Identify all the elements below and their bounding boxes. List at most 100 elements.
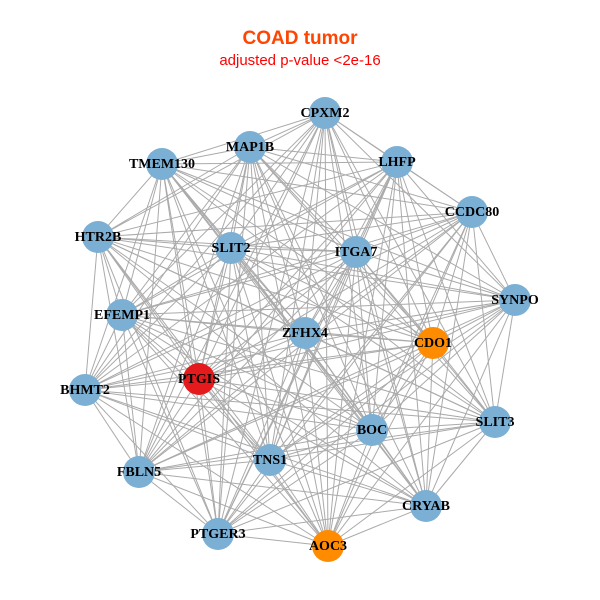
node-circle[interactable] [254,444,286,476]
edge-MAP1B-LHFP [249,146,398,163]
node-circle[interactable] [340,236,372,268]
node-ptgis[interactable]: PTGIS [178,363,220,395]
node-ccdc80[interactable]: CCDC80 [445,196,499,228]
node-efemp1[interactable]: EFEMP1 [94,299,150,331]
edge-BOC-SLIT3 [371,421,496,431]
node-tns1[interactable]: TNS1 [253,444,287,476]
node-fbln5[interactable]: FBLN5 [117,456,161,488]
edge-ZFHX4-PTGIS [198,332,306,380]
edge-CRYAB-AOC3 [327,505,427,547]
node-circle[interactable] [146,148,178,180]
node-circle[interactable] [123,456,155,488]
node-ptger3[interactable]: PTGER3 [190,518,246,550]
edge-FBLN5-AOC3 [138,471,329,547]
node-zfhx4[interactable]: ZFHX4 [282,317,328,349]
node-circle[interactable] [479,406,511,438]
node-cryab[interactable]: CRYAB [402,490,450,522]
edge-MAP1B-ITGA7 [249,146,357,253]
edge-BOC-AOC3 [327,429,373,547]
node-label: EFEMP1 [94,308,150,323]
node-label: CCDC80 [445,205,499,220]
edge-TMEM130-CCDC80 [161,163,473,213]
node-cpxm2[interactable]: CPXM2 [301,97,350,129]
edge-SLIT2-ITGA7 [230,247,357,253]
edge-LHFP-PTGIS [198,161,398,380]
edge-ZFHX4-CDO1 [304,332,434,344]
edge-HTR2B-SLIT2 [97,236,232,249]
node-circle[interactable] [417,327,449,359]
node-label: LHFP [378,155,416,170]
edge-PTGIS-FBLN5 [138,378,200,473]
edge-LHFP-BOC [371,161,398,431]
node-boc[interactable]: BOC [356,414,388,446]
node-bhmt2[interactable]: BHMT2 [60,374,110,406]
edge-ZFHX4-BHMT2 [84,332,306,391]
edge-CDO1-CRYAB [425,342,434,507]
node-circle[interactable] [456,196,488,228]
node-cdo1[interactable]: CDO1 [414,327,452,359]
node-label: MAP1B [226,140,274,155]
edge-CCDC80-ITGA7 [355,211,473,253]
edge-ITGA7-PTGIS [198,251,357,380]
edge-SYNPO-ZFHX4 [304,299,516,334]
node-circle[interactable] [234,131,266,163]
node-lhfp[interactable]: LHFP [378,146,416,178]
edge-TMEM130-CDO1 [161,163,434,344]
node-label: SLIT3 [476,415,515,430]
edge-LHFP-CRYAB [396,161,427,507]
edge-BHMT2-BOC [84,389,373,431]
edge-CCDC80-CRYAB [425,211,473,507]
edge-ITGA7-EFEMP1 [121,251,357,316]
node-circle[interactable] [499,284,531,316]
edge-FBLN5-PTGER3 [138,471,219,535]
node-circle[interactable] [106,299,138,331]
node-circle[interactable] [381,146,413,178]
edge-CCDC80-PTGER3 [217,211,473,535]
edge-CDO1-BHMT2 [84,342,434,391]
node-circle[interactable] [183,363,215,395]
edge-TMEM130-PTGIS [161,163,200,380]
edge-HTR2B-CDO1 [97,236,434,344]
edge-SLIT2-EFEMP1 [121,247,232,316]
edge-HTR2B-TNS1 [97,236,271,461]
edge-SYNPO-EFEMP1 [121,299,516,316]
node-aoc3[interactable]: AOC3 [309,530,347,562]
edge-CPXM2-ITGA7 [324,112,357,253]
node-htr2b[interactable]: HTR2B [75,221,122,253]
edge-CDO1-FBLN5 [138,342,434,473]
edges-layer [84,112,516,547]
edge-CCDC80-ZFHX4 [304,211,473,334]
edge-ITGA7-TNS1 [269,251,357,461]
node-label: BHMT2 [60,383,110,398]
node-synpo[interactable]: SYNPO [491,284,539,316]
node-circle[interactable] [82,221,114,253]
edge-CPXM2-SYNPO [324,112,516,301]
node-circle[interactable] [289,317,321,349]
edge-PTGIS-PTGER3 [198,378,219,535]
edge-CPXM2-SLIT3 [324,112,496,423]
node-slit3[interactable]: SLIT3 [476,406,515,438]
node-circle[interactable] [215,232,247,264]
node-map1b[interactable]: MAP1B [226,131,274,163]
node-circle[interactable] [356,414,388,446]
node-slit2[interactable]: SLIT2 [212,232,251,264]
edge-LHFP-HTR2B [97,161,398,238]
edge-CPXM2-PTGIS [198,112,326,380]
edge-PTGIS-CRYAB [198,378,427,507]
edge-ITGA7-CRYAB [355,251,427,507]
node-circle[interactable] [69,374,101,406]
node-tmem130[interactable]: TMEM130 [129,148,195,180]
edge-BHMT2-AOC3 [84,389,329,547]
node-circle[interactable] [309,97,341,129]
node-label: ZFHX4 [282,326,328,341]
node-itga7[interactable]: ITGA7 [335,236,378,268]
node-circle[interactable] [410,490,442,522]
node-circle[interactable] [202,518,234,550]
node-circle[interactable] [312,530,344,562]
edge-CCDC80-AOC3 [327,211,473,547]
edge-ITGA7-AOC3 [327,251,357,547]
edge-ITGA7-BHMT2 [84,251,357,391]
edge-ITGA7-SYNPO [355,251,516,301]
